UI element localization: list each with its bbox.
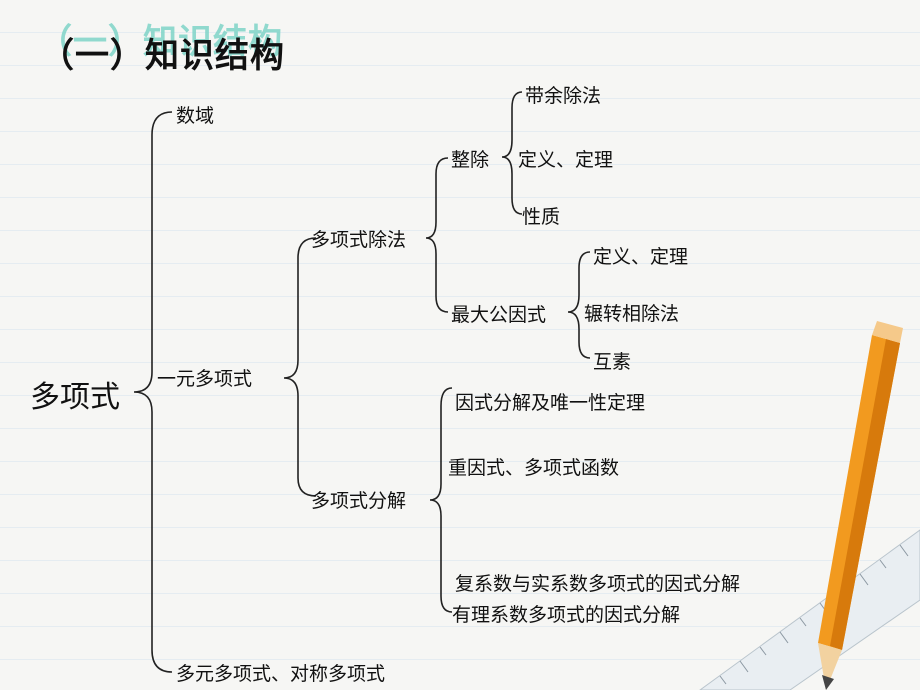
bracket-division [425,157,449,313]
bracket-gcd [567,251,591,359]
node-euclidean-algorithm: 辗转相除法 [584,303,680,325]
node-division-with-remainder: 带余除法 [525,85,602,107]
node-coprime: 互素 [593,351,632,373]
node-divisibility-properties: 性质 [522,206,561,228]
node-number-field: 数域 [176,105,215,127]
node-multivariate-symmetric: 多元多项式、对称多项式 [176,663,386,685]
bracket-univariate [283,237,317,497]
node-divisibility-definition: 定义、定理 [518,149,614,171]
node-complex-real-factorization: 复系数与实系数多项式的因式分解 [455,573,741,595]
pencil-icon [818,321,903,690]
node-gcd: 最大公因式 [451,304,547,326]
node-multiple-factors: 重因式、多项式函数 [448,457,620,479]
node-univariate-polynomial: 一元多项式 [157,368,253,390]
node-gcd-definition: 定义、定理 [593,246,689,268]
bracket-root [133,111,173,673]
node-divisibility: 整除 [451,149,490,171]
node-polynomial-division: 多项式除法 [311,229,407,251]
title-shadow: （一）知识结构 [38,22,283,62]
root-node: 多项式 [30,380,120,415]
page-title: （一）知识结构 [40,36,285,76]
bracket-factor [429,387,453,613]
node-polynomial-factorization: 多项式分解 [311,490,407,512]
bracket-divisible [501,91,523,215]
node-factorization-uniqueness: 因式分解及唯一性定理 [455,392,646,414]
node-rational-factorization: 有理系数多项式的因式分解 [452,604,681,626]
